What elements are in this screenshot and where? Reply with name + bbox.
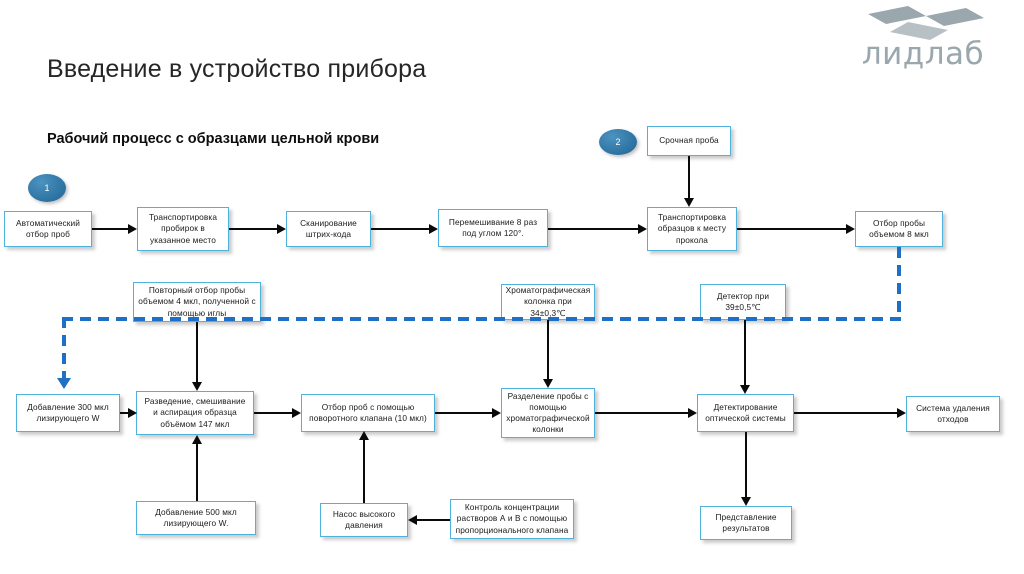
node-add-300ul[interactable]: Добавление 300 мкл лизирующего W (16, 394, 120, 432)
logo-wordmark: лидлаб (861, 36, 985, 72)
node-chrom-column-temp[interactable]: Хроматографическая колонка при 34±0,3℃ (501, 284, 595, 320)
node-results[interactable]: Представление результатов (700, 506, 792, 540)
connector-rotary-to-separation (435, 412, 492, 414)
brand-logo: лидлаб (838, 6, 1008, 78)
dashed-path-right-vertical (897, 247, 901, 319)
node-transport-tubes[interactable]: Транспортировка пробирок в указанное мес… (137, 207, 229, 251)
connector-transport-to-scan (229, 228, 277, 230)
node-repeat-sample-4ul[interactable]: Повторный отбор пробы объемом 4 мкл, пол… (133, 282, 261, 322)
dashed-path-left-vertical (62, 317, 66, 379)
arrowhead-to-hp-pump (408, 515, 417, 525)
node-waste-system[interactable]: Система удаления отходов (906, 396, 1000, 432)
arrowhead-to-dilute (128, 408, 137, 418)
node-rotary-valve[interactable]: Отбор проб с помощью поворотного клапана… (301, 394, 435, 432)
arrowhead-to-barcode-scan (277, 224, 286, 234)
node-transport-to-puncture[interactable]: Транспортировка образцов к месту прокола (647, 207, 737, 251)
connector-add300-to-dilute (120, 412, 128, 414)
connector-detector-to-optical (744, 320, 746, 385)
dashed-path-horizontal (62, 317, 901, 321)
arrowhead-to-waste-system (897, 408, 906, 418)
arrowhead-to-transport-tubes (128, 224, 137, 234)
arrowhead-to-separation (492, 408, 501, 418)
step-badge-1: 1 (28, 174, 66, 202)
arrowhead-to-transport-puncture (638, 224, 647, 234)
arrowhead-chrom-down (543, 379, 553, 388)
node-hp-pump[interactable]: Насос высокого давления (320, 503, 408, 537)
page-title: Введение в устройство прибора (47, 55, 427, 83)
node-sample-8ul[interactable]: Отбор пробы объемом 8 мкл (855, 211, 943, 247)
connector-auto-to-transport (92, 228, 128, 230)
arrowhead-to-optical-detection (688, 408, 697, 418)
arrowhead-detector-down (740, 385, 750, 394)
node-optical-detection[interactable]: Детектирование оптической системы (697, 394, 794, 432)
connector-puncture-to-sample8 (737, 228, 846, 230)
connector-scan-to-mixing (371, 228, 429, 230)
node-detector-temp[interactable]: Детектор при 39±0,5℃ (700, 284, 786, 320)
connector-separation-to-optical (595, 412, 688, 414)
node-urgent-sample[interactable]: Срочная проба (647, 126, 731, 156)
connector-conc-to-pump (417, 519, 450, 521)
arrowhead-to-sample-8ul (846, 224, 855, 234)
connector-repeat-to-dilute (196, 322, 198, 382)
node-separation[interactable]: Разделение пробы с помощью хроматографич… (501, 388, 595, 438)
lidlab-chevron-mark (868, 6, 984, 40)
connector-mixing-to-puncture (548, 228, 638, 230)
arrowhead-repeat-down (192, 382, 202, 391)
arrowhead-to-rotary-valve (292, 408, 301, 418)
arrowhead-to-mixing (429, 224, 438, 234)
connector-optical-to-results (745, 432, 747, 497)
connector-pump-to-rotary (363, 440, 365, 503)
arrowhead-add500-up (192, 435, 202, 444)
node-auto-sampling[interactable]: Автоматический отбор проб (4, 211, 92, 247)
connector-optical-to-waste (794, 412, 897, 414)
node-add-500ul[interactable]: Добавление 500 мкл лизирующего W. (136, 501, 256, 535)
arrowhead-to-results (741, 497, 751, 506)
node-conc-control[interactable]: Контроль концентрации растворов А и В с … (450, 499, 574, 539)
node-dilute-mix-aspirate[interactable]: Разведение, смешивание и аспирация образ… (136, 391, 254, 435)
connector-dilute-to-rotary (254, 412, 292, 414)
arrowhead-urgent-down (684, 198, 694, 207)
connector-urgent-to-puncture (688, 156, 690, 198)
connector-chrom-to-separation (547, 320, 549, 379)
section-subtitle: Рабочий процесс с образцами цельной кров… (47, 131, 380, 147)
arrowhead-pump-up (359, 431, 369, 440)
node-barcode-scan[interactable]: Сканирование штрих-кода (286, 211, 371, 247)
arrowhead-dashed-to-add300 (57, 378, 71, 389)
step-badge-2: 2 (599, 129, 637, 155)
connector-add500-to-dilute (196, 444, 198, 501)
node-mixing[interactable]: Перемешивание 8 раз под углом 120°. (438, 209, 548, 247)
